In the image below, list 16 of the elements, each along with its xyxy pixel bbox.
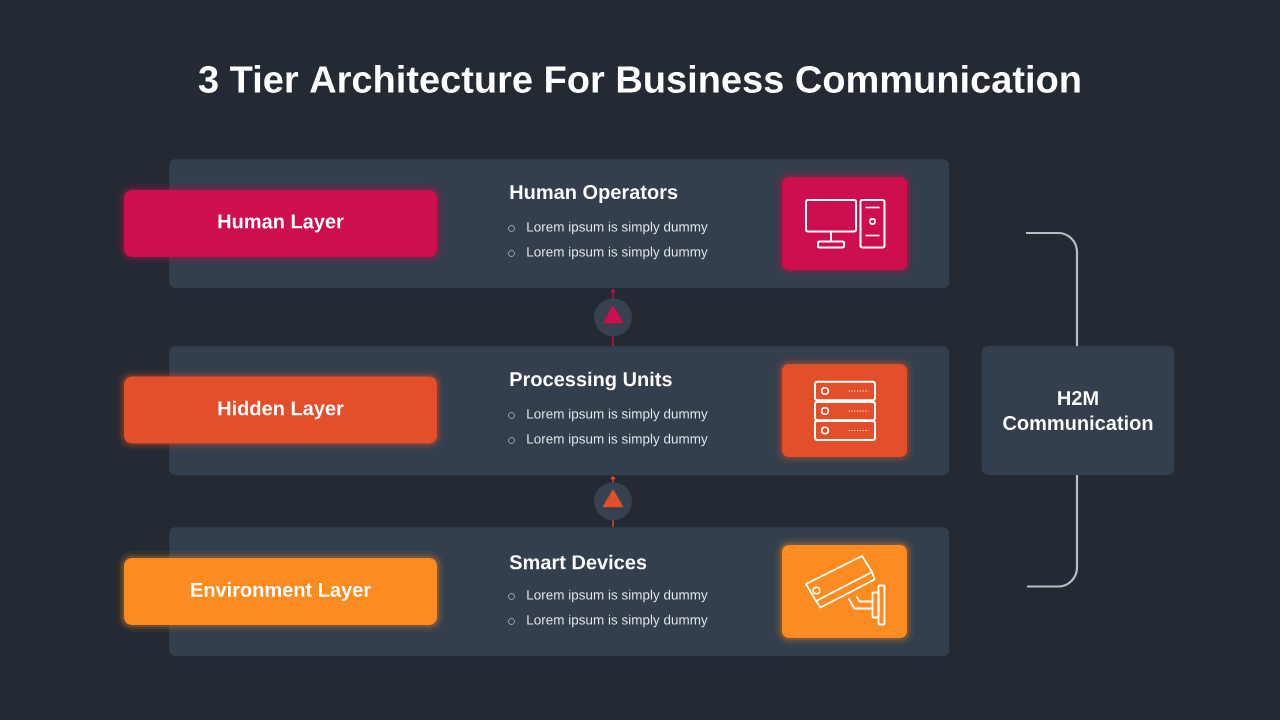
bullet-text: Lorem ipsum is simply dummy (527, 408, 708, 422)
label-box: Environment Layer (117, 551, 444, 632)
text-box: H2M Communication (981, 346, 1175, 475)
arrow (594, 288, 632, 347)
bullet-text: Lorem ipsum is simply dummy (527, 589, 708, 603)
bullet-text: Lorem ipsum is simply dummy (527, 433, 708, 447)
heading: Smart Devices (509, 554, 647, 570)
bullet-text: Lorem ipsum is simply dummy (527, 221, 708, 235)
heading: Human Operators (510, 184, 678, 204)
heading: Processing Units (510, 371, 672, 391)
label-box: Hidden Layer (117, 369, 444, 451)
bullet-text: Lorem ipsum is simply dummy (527, 246, 708, 260)
bullet-text: Lorem ipsum is simply dummy (527, 614, 708, 628)
label-box: Human Layer (117, 183, 444, 264)
title: 3 Tier Architecture For Business Communication (198, 65, 1080, 93)
arrow (594, 475, 632, 528)
